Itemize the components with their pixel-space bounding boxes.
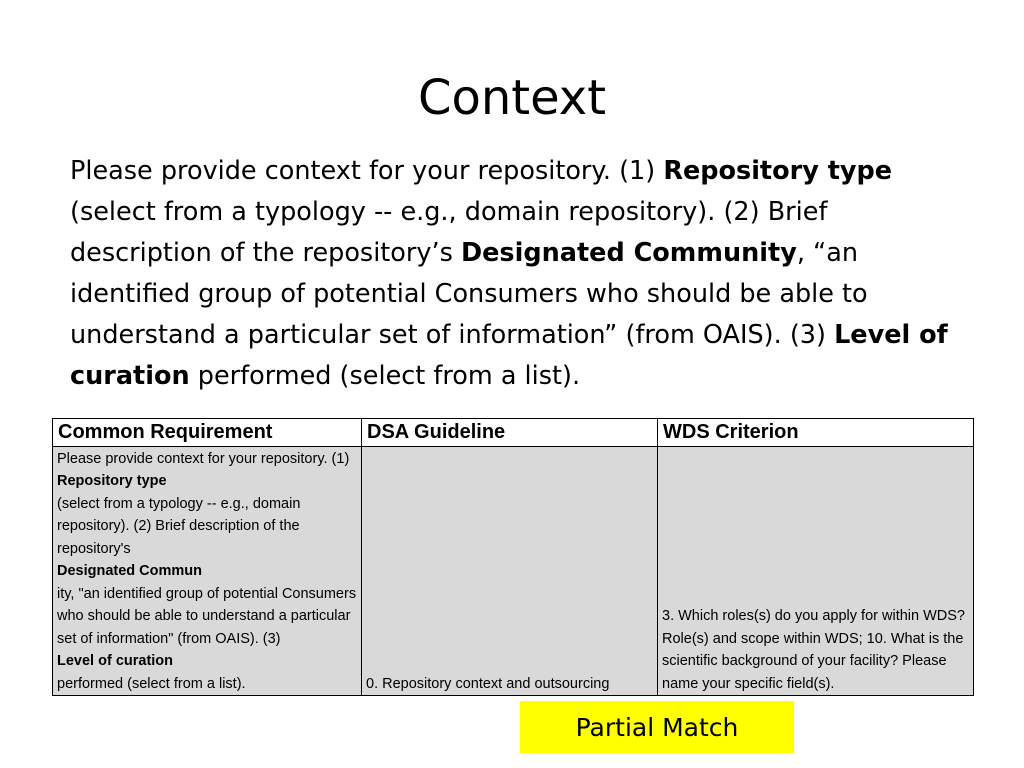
table-header-row: Common Requirement DSA Guideline WDS Cri…: [52, 418, 974, 447]
dsa-guideline-text: 0. Repository context and outsourcing: [366, 675, 610, 692]
common-requirement-text: Please provide context for your reposito…: [57, 448, 358, 696]
designated-community-emphasis: Designated Community: [460, 238, 797, 268]
body-text-part: performed (select from a list).: [189, 361, 581, 391]
body-text-part: Please provide context for your reposito…: [70, 156, 664, 186]
repository-type-emphasis: Repository type: [663, 156, 893, 186]
table-row: Please provide context for your reposito…: [52, 446, 974, 696]
cell-wds-criterion: 3. Which roles(s) do you apply for withi…: [657, 446, 974, 696]
cell-bold-designated-community: Designated Commun: [57, 563, 203, 579]
slide-title: Context: [417, 70, 607, 126]
header-dsa-guideline: DSA Guideline: [361, 418, 658, 447]
cell-text-part: Please provide context for your reposito…: [57, 450, 350, 467]
cell-common-requirement: Please provide context for your reposito…: [52, 446, 362, 696]
cell-bold-level-of-curation: Level of curation: [57, 653, 174, 669]
header-common-requirement: Common Requirement: [52, 418, 362, 447]
cell-text-part: ity, "an identified group of potential C…: [57, 585, 357, 647]
body-text-part: , “an identified group of potential Cons…: [70, 238, 868, 350]
requirements-table: Common Requirement DSA Guideline WDS Cri…: [52, 418, 974, 696]
body-text-part: (select from a typology -- e.g., domain …: [70, 197, 828, 268]
cell-text-part: (select from a typology -- e.g., domain …: [57, 495, 301, 557]
header-wds-criterion: WDS Criterion: [657, 418, 974, 447]
cell-bold-repository-type: Repository type: [57, 473, 167, 489]
cell-dsa-guideline: 0. Repository context and outsourcing: [361, 446, 658, 696]
partial-match-badge: Partial Match: [520, 701, 794, 753]
cell-text-part: performed (select from a list).: [57, 675, 246, 692]
wds-criterion-text: 3. Which roles(s) do you apply for withi…: [662, 608, 965, 692]
level-of-curation-emphasis: Level of curation: [70, 320, 948, 391]
slide-body-text: Please provide context for your reposito…: [70, 151, 970, 397]
